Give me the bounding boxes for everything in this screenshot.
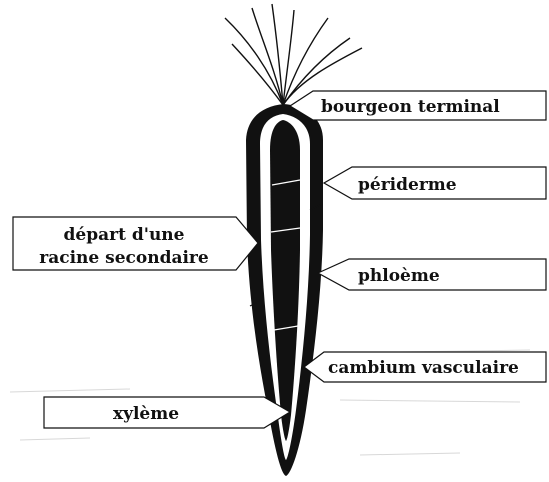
label-depart-racine-secondaire: départ d'une racine secondaire <box>13 217 258 270</box>
svg-text:phloème: phloème <box>358 266 440 286</box>
svg-text:xylème: xylème <box>113 404 179 424</box>
label-phloeme: phloème <box>318 259 546 290</box>
svg-text:bourgeon terminal: bourgeon terminal <box>321 97 500 117</box>
svg-text:départ d'une: départ d'une <box>64 225 185 245</box>
label-bourgeon-terminal: bourgeon terminal <box>290 91 546 120</box>
label-xyleme: xylème <box>44 397 290 428</box>
label-periderme: périderme <box>324 167 546 199</box>
svg-text:périderme: périderme <box>358 175 457 195</box>
svg-text:racine secondaire: racine secondaire <box>39 248 209 268</box>
svg-text:cambium vasculaire: cambium vasculaire <box>328 358 519 378</box>
label-cambium-vasculaire: cambium vasculaire <box>304 352 546 382</box>
root-top-stalks <box>225 4 362 105</box>
